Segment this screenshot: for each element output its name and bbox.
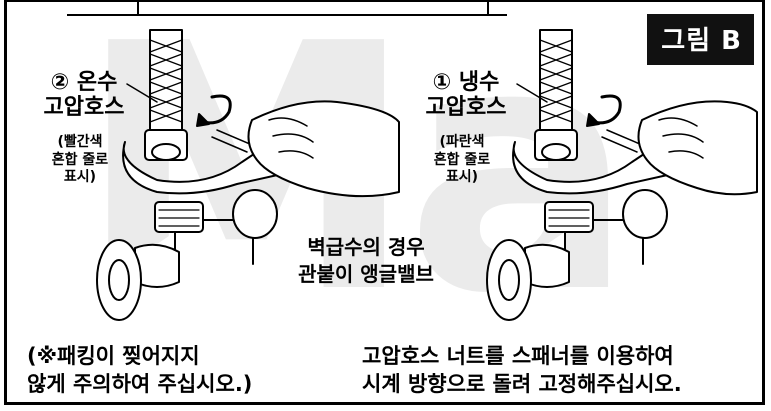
caption-line: 관붙이 앵글밸브 bbox=[298, 262, 434, 286]
angle-valve-caption: 벽급수의 경우 관붙이 앵글밸브 bbox=[271, 234, 461, 288]
right-hose-number: ① 냉수 bbox=[432, 70, 500, 95]
left-hot-hose-assembly bbox=[96, 29, 400, 321]
right-hose-title: ① 냉수 고압호스 bbox=[411, 70, 521, 121]
right-cold-hose-assembly bbox=[486, 29, 758, 321]
right-note-line: 표시) bbox=[445, 169, 479, 185]
instruction-line: 시계 방향으로 돌려 고정해주십시오. bbox=[362, 372, 682, 397]
hose-installation-illustration bbox=[96, 29, 758, 321]
left-hose-number: ② 온수 bbox=[50, 70, 118, 95]
left-hose-name: 고압호스 bbox=[43, 95, 125, 121]
instruction-panel: Ma 그림 B bbox=[4, 0, 765, 405]
caution-line: 않게 주의하여 주십시오.) bbox=[27, 372, 253, 397]
right-hose-note: (파란색 혼합 줄로 표시) bbox=[419, 134, 505, 187]
figure-badge: 그림 B bbox=[647, 14, 754, 65]
left-note-line: (빨간색 bbox=[57, 134, 103, 150]
caption-line: 벽급수의 경우 bbox=[307, 235, 425, 259]
tighten-instruction-text: 고압호스 너트를 스패너를 이용하여 시계 방향으로 돌려 고정해주십시오. bbox=[362, 342, 757, 399]
right-hose-name: 고압호스 bbox=[425, 95, 507, 121]
table-divider bbox=[487, 2, 489, 14]
left-note-line: 혼합 줄로 bbox=[51, 151, 109, 168]
left-note-line: 표시) bbox=[63, 169, 97, 185]
right-note-line: (파란색 bbox=[439, 134, 485, 150]
packing-caution-text: (※패킹이 찢어지지 않게 주의하여 주십시오.) bbox=[27, 342, 347, 399]
caution-line: (※패킹이 찢어지지 bbox=[27, 344, 200, 368]
top-table-fragment bbox=[67, 2, 507, 16]
left-hose-title: ② 온수 고압호스 bbox=[29, 70, 139, 121]
right-note-line: 혼합 줄로 bbox=[433, 151, 491, 168]
left-hose-note: (빨간색 혼합 줄로 표시) bbox=[37, 134, 123, 187]
table-divider bbox=[137, 2, 139, 14]
instruction-line: 고압호스 너트를 스패너를 이용하여 bbox=[362, 344, 674, 368]
